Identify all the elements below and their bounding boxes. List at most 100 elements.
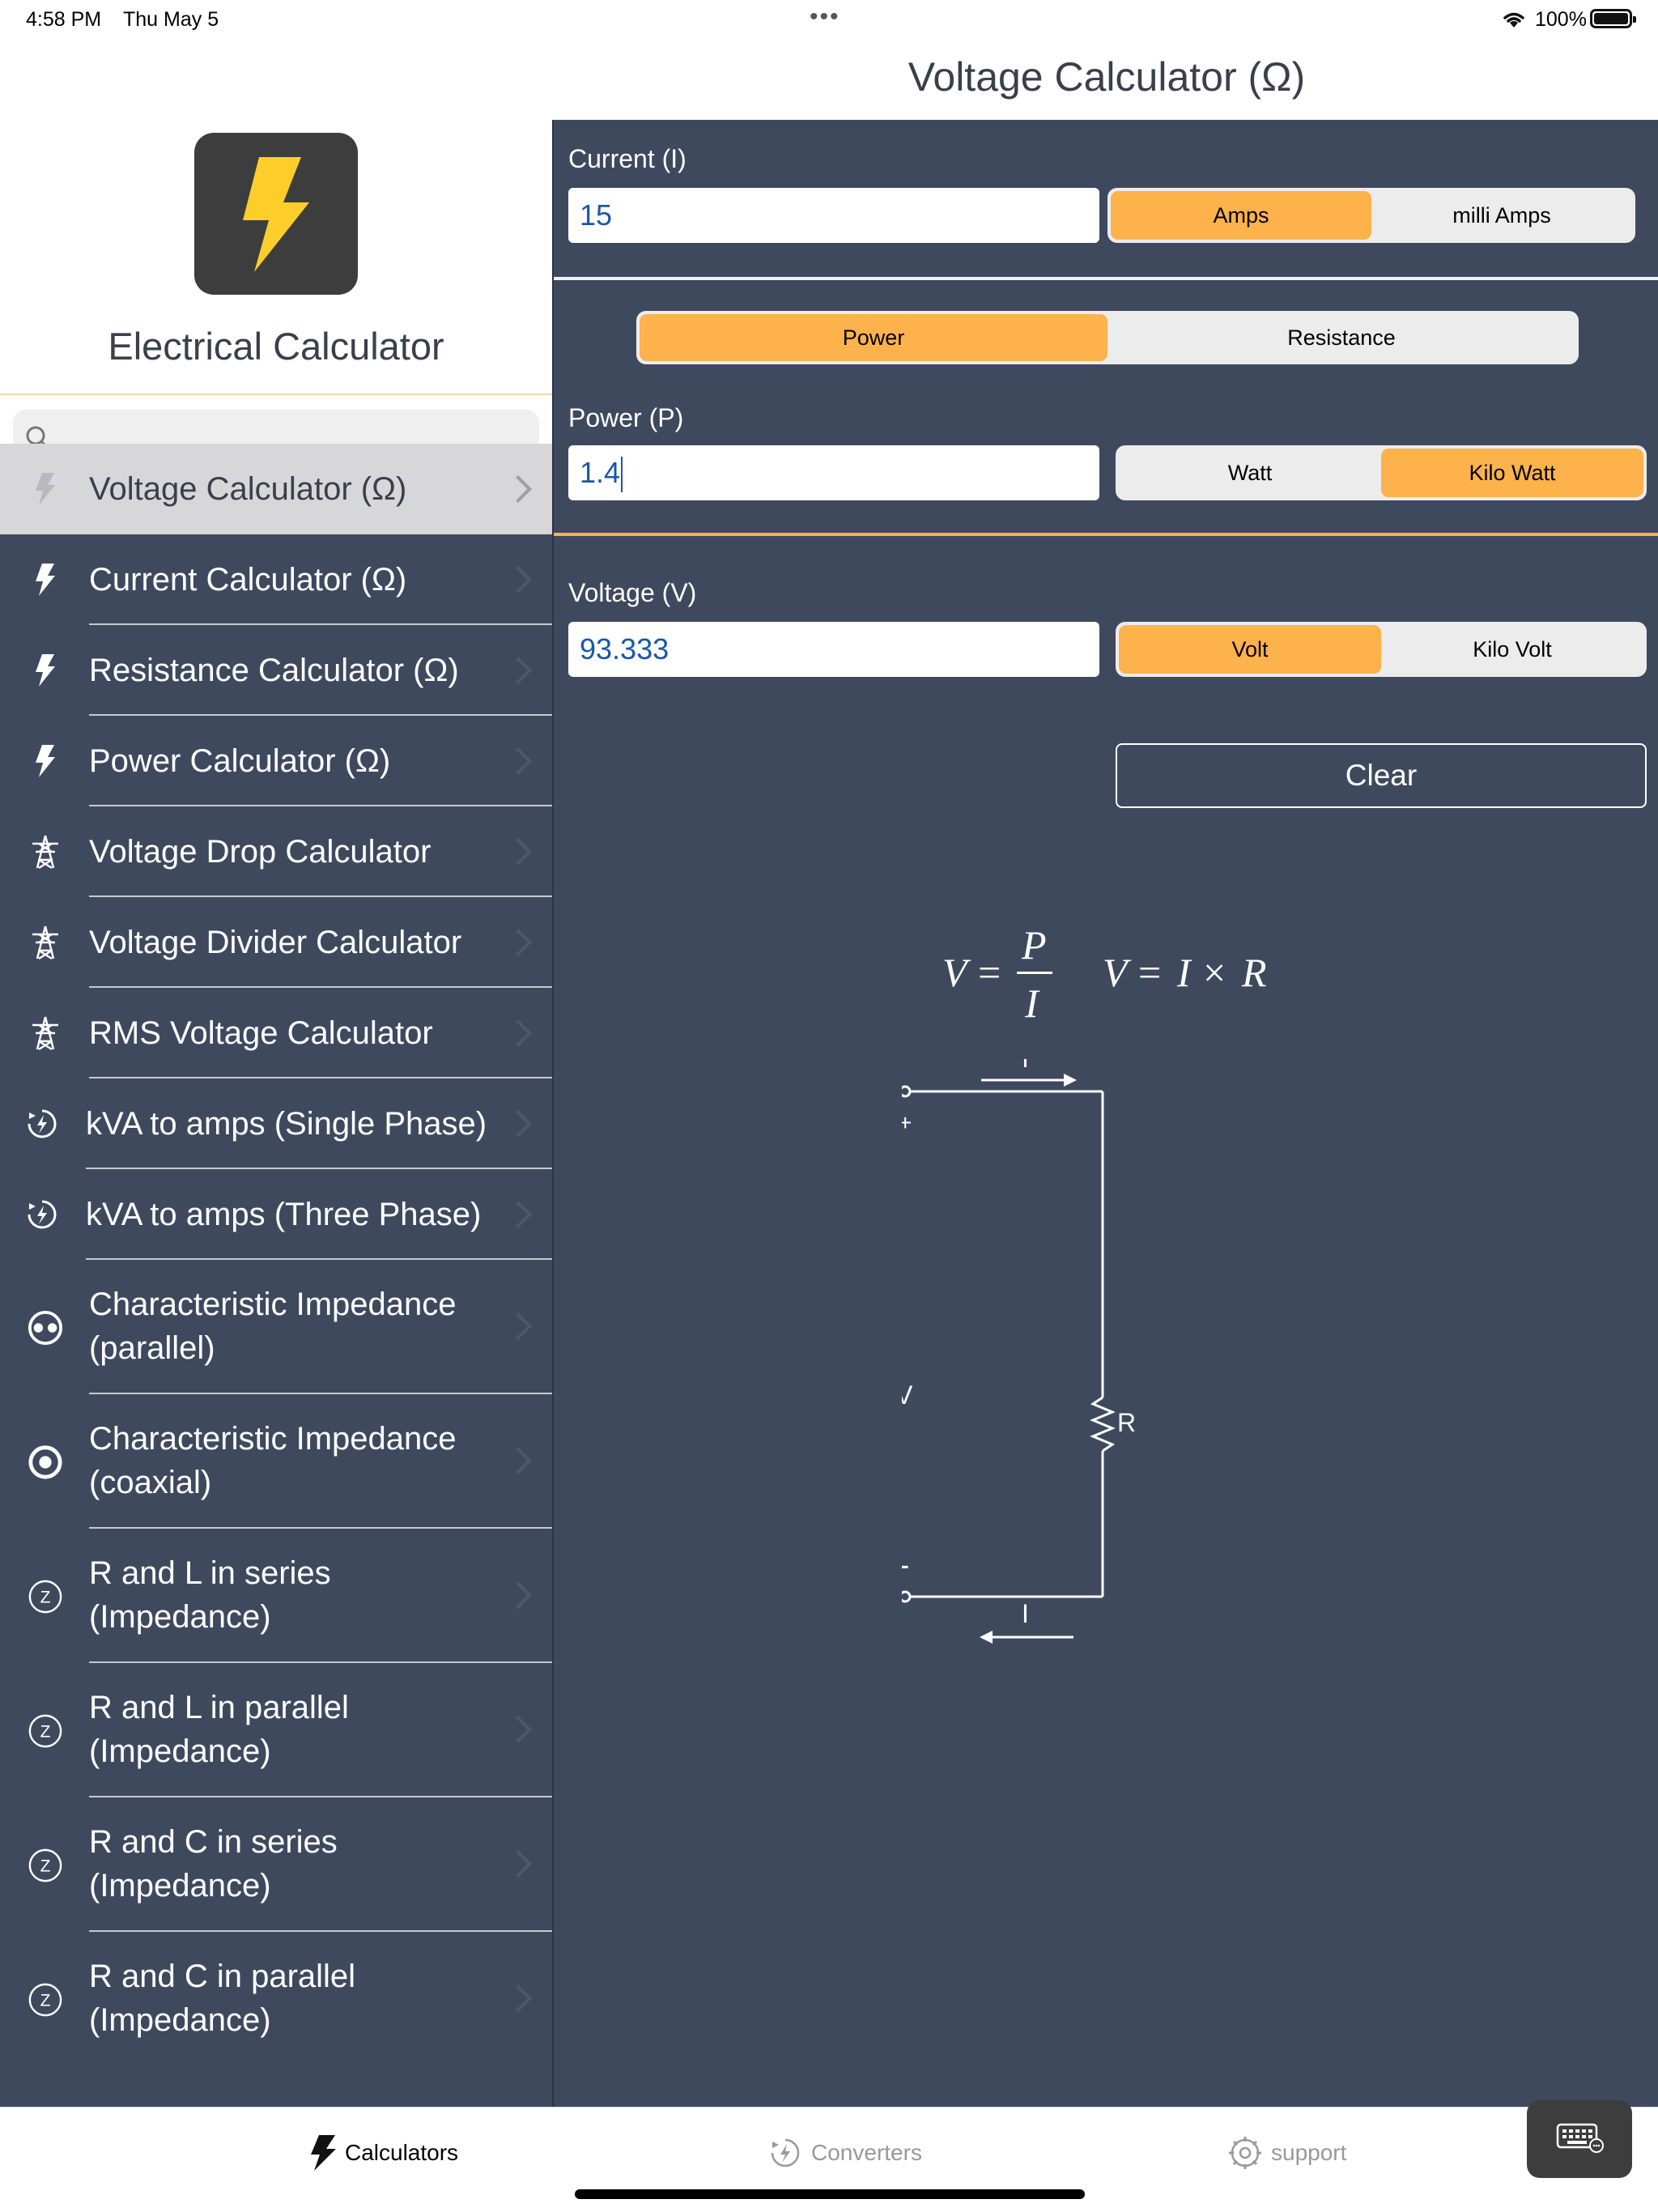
voltage-output[interactable]: 93.333 xyxy=(568,622,1099,677)
sidebar-item-sublabel: (Impedance) xyxy=(89,2002,271,2038)
sidebar-item-label: Voltage Drop Calculator xyxy=(89,834,432,870)
unit-volt-option[interactable]: Volt xyxy=(1119,625,1381,674)
tab-support[interactable]: support xyxy=(1227,2129,1346,2177)
power-input-value: 1.4 xyxy=(580,456,621,489)
tab-converters[interactable]: Converters xyxy=(767,2129,922,2177)
unit-amps-option[interactable]: Amps xyxy=(1111,191,1371,240)
svg-text:I: I xyxy=(1176,950,1192,995)
chevron-right-icon xyxy=(504,1716,532,1743)
text-cursor xyxy=(621,457,623,493)
power-tower-icon xyxy=(28,834,63,870)
sidebar-item-label: Characteristic Impedance xyxy=(89,1287,457,1322)
unit-kilo-volt-option[interactable]: Kilo Volt xyxy=(1473,636,1552,661)
chevron-right-icon xyxy=(504,1312,532,1340)
sidebar-item-voltage-calculator[interactable]: Voltage Calculator (Ω) xyxy=(0,444,552,534)
sidebar-item-kva-single-phase[interactable]: kVA to amps (Single Phase) xyxy=(0,1078,552,1169)
formula-image: V = P I V = I × R xyxy=(942,922,1267,1026)
power-unit-selector: Watt Kilo Watt xyxy=(1116,445,1647,500)
sidebar-item-label: kVA to amps (Single Phase) xyxy=(86,1106,487,1142)
row-divider xyxy=(89,895,552,897)
mode-selector: Power Resistance xyxy=(636,311,1579,364)
section-divider xyxy=(554,277,1658,280)
sidebar-item-char-impedance-coaxial[interactable]: Characteristic Impedance (coaxial) xyxy=(0,1394,552,1529)
wifi-icon xyxy=(1503,12,1524,28)
bolt-icon xyxy=(28,653,63,688)
sidebar-item-rc-parallel[interactable]: Z R and C in parallel (Impedance) xyxy=(0,1932,552,2066)
circle-bolt-icon xyxy=(24,1197,60,1232)
sidebar-item-current-calculator[interactable]: Current Calculator (Ω) xyxy=(0,534,552,625)
current-arrow-label-top: I xyxy=(1022,1059,1029,1073)
bolt-icon xyxy=(311,2135,336,2171)
bolt-icon xyxy=(28,471,63,507)
calculator-list: Voltage Calculator (Ω) Current Calculato… xyxy=(0,444,552,2107)
parallel-impedance-icon xyxy=(28,1310,63,1346)
sidebar-item-rms-voltage[interactable]: RMS Voltage Calculator xyxy=(0,988,552,1078)
chevron-right-icon xyxy=(504,929,532,956)
chevron-right-icon xyxy=(504,1581,532,1609)
status-time: 4:58 PM xyxy=(26,8,102,31)
sidebar-item-rl-parallel[interactable]: Z R and L in parallel (Impedance) xyxy=(0,1663,552,1797)
svg-text:Z: Z xyxy=(40,1589,51,1607)
svg-text:V: V xyxy=(1103,950,1132,995)
battery-percent: 100% xyxy=(1535,8,1587,31)
resistor-label: R xyxy=(1117,1408,1136,1437)
minus-terminal-label: - xyxy=(902,1547,909,1583)
home-indicator[interactable] xyxy=(575,2189,1085,2199)
clear-button[interactable]: Clear xyxy=(1116,743,1647,808)
unit-watt-option[interactable]: Watt xyxy=(1227,460,1273,485)
chevron-right-icon xyxy=(504,1447,532,1474)
unit-milli-amps-option[interactable]: milli Amps xyxy=(1452,202,1551,228)
chevron-right-icon xyxy=(504,1984,532,2012)
row-divider xyxy=(89,1077,552,1078)
chevron-right-icon xyxy=(504,566,532,593)
power-input[interactable]: 1.4 xyxy=(568,445,1099,500)
svg-text:V: V xyxy=(942,950,971,995)
current-unit-selector: Amps milli Amps xyxy=(1107,188,1635,243)
row-divider xyxy=(89,986,552,988)
mode-resistance-option[interactable]: Resistance xyxy=(1287,325,1396,350)
multitasking-dots-icon[interactable]: ••• xyxy=(810,3,840,30)
sidebar-item-label: Characteristic Impedance xyxy=(89,1421,457,1457)
unit-kilo-watt-option[interactable]: Kilo Watt xyxy=(1381,449,1643,497)
chevron-right-icon xyxy=(504,1110,532,1138)
calculator-panel: Current (I) 15 Amps milli Amps Power Res… xyxy=(552,120,1658,2107)
sidebar-item-kva-three-phase[interactable]: kVA to amps (Three Phase) xyxy=(0,1169,552,1260)
sidebar-item-label: Power Calculator (Ω) xyxy=(89,743,391,779)
z-circle-icon: Z xyxy=(28,1579,63,1614)
sidebar-item-label: kVA to amps (Three Phase) xyxy=(86,1197,482,1232)
keyboard-toggle-button[interactable] xyxy=(1527,2100,1632,2178)
tab-label: support xyxy=(1271,2140,1347,2165)
z-circle-icon: Z xyxy=(28,1982,63,2018)
voltage-unit-selector: Volt Kilo Volt xyxy=(1116,622,1647,677)
sidebar-item-voltage-divider[interactable]: Voltage Divider Calculator xyxy=(0,897,552,988)
sidebar-item-label: R and C in series xyxy=(89,1824,338,1860)
current-input[interactable]: 15 xyxy=(568,188,1099,243)
chevron-right-icon xyxy=(504,657,532,684)
sidebar-item-label: Current Calculator (Ω) xyxy=(89,562,407,598)
bolt-icon xyxy=(28,743,63,779)
current-label: Current (I) xyxy=(568,144,687,173)
tab-label: Calculators xyxy=(345,2140,459,2165)
sidebar-item-resistance-calculator[interactable]: Resistance Calculator (Ω) xyxy=(0,625,552,716)
sidebar-item-power-calculator[interactable]: Power Calculator (Ω) xyxy=(0,716,552,806)
sidebar-item-rl-series[interactable]: Z R and L in series (Impedance) xyxy=(0,1529,552,1663)
sidebar-item-char-impedance-parallel[interactable]: Characteristic Impedance (parallel) xyxy=(0,1260,552,1394)
chevron-right-icon xyxy=(504,1019,532,1047)
tab-calculators[interactable]: Calculators xyxy=(309,2129,458,2177)
row-divider xyxy=(89,1661,552,1663)
svg-text:Z: Z xyxy=(40,1857,51,1876)
sidebar-divider xyxy=(0,393,552,395)
app-name: Electrical Calculator xyxy=(108,325,444,368)
chevron-right-icon xyxy=(504,747,532,775)
row-divider xyxy=(89,1930,552,1932)
sidebar-item-rc-series[interactable]: Z R and C in series (Impedance) xyxy=(0,1797,552,1932)
row-divider xyxy=(86,1168,552,1169)
chevron-right-icon xyxy=(504,475,532,503)
row-divider xyxy=(89,805,552,806)
mode-power-option[interactable]: Power xyxy=(640,314,1107,361)
circle-bolt-icon xyxy=(771,2138,800,2167)
status-bar: 4:58 PM Thu May 5 ••• 100% xyxy=(0,0,1658,40)
keyboard-icon xyxy=(1556,2123,1604,2153)
svg-text:=: = xyxy=(978,950,1001,995)
sidebar-item-voltage-drop[interactable]: Voltage Drop Calculator xyxy=(0,806,552,897)
